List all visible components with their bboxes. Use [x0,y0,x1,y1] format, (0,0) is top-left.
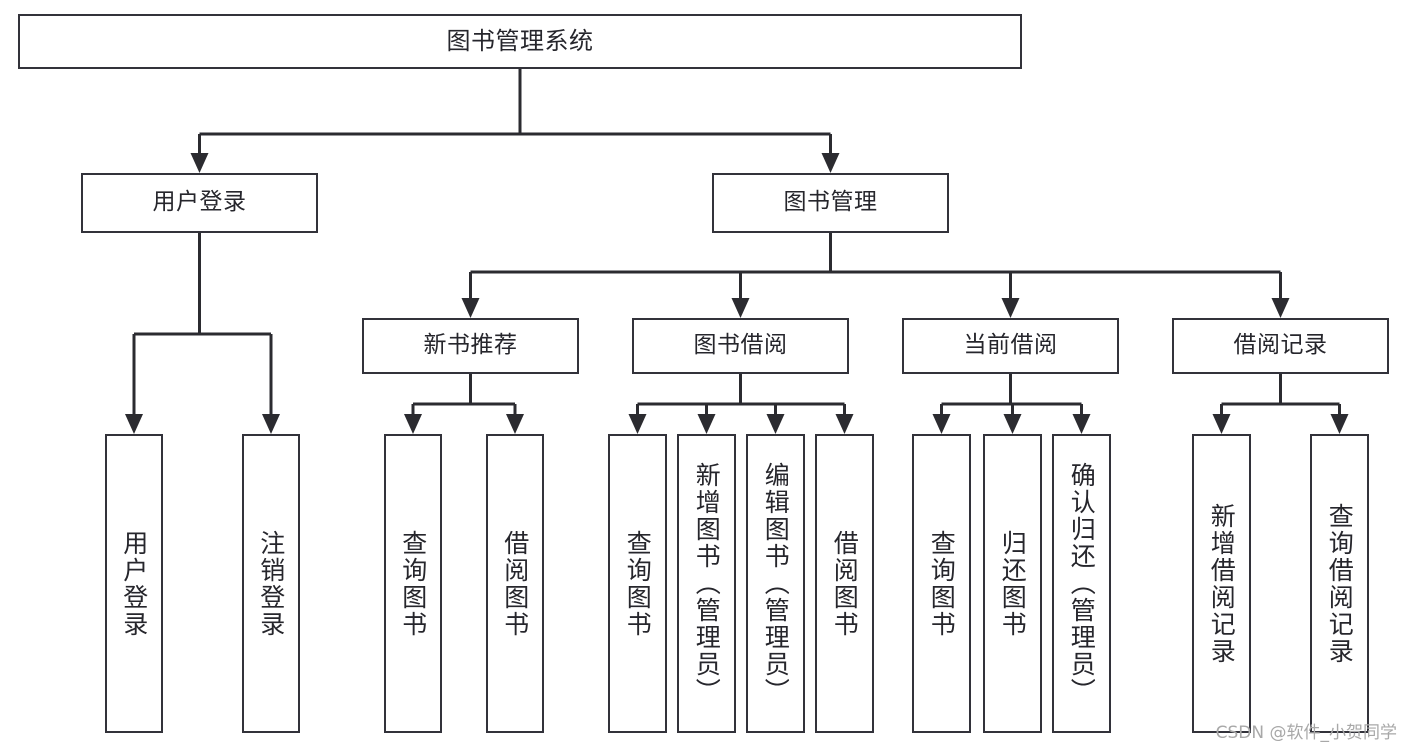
node-label: 查询图书 [927,529,957,638]
node-l-bw-query: 查询图书 [608,434,667,733]
node-records: 借阅记录 [1172,318,1389,374]
node-label: 借阅图书 [500,529,530,638]
node-label: 借阅记录 [1233,332,1328,359]
node-newbook: 新书推荐 [362,318,579,374]
node-l-bw-borrow: 借阅图书 [815,434,874,733]
node-l-userlogin: 用户登录 [105,434,163,733]
node-bookmgmt: 图书管理 [712,173,949,233]
edge-arrowhead [1001,298,1020,318]
edge-arrowhead [697,414,716,434]
node-label: 用户登录 [152,189,247,216]
edge-arrowhead [1330,414,1349,434]
edge-arrowhead [125,414,143,434]
node-label: 当前借阅 [963,332,1058,359]
node-l-rc-query: 查询借阅记录 [1310,434,1369,733]
edge-arrowhead [461,298,480,318]
node-l-cb-return: 归还图书 [983,434,1042,733]
edge-arrowhead [1003,414,1022,434]
node-borrow: 图书借阅 [632,318,849,374]
edge-arrowhead [506,414,524,434]
edge-arrowhead [404,414,422,434]
node-current: 当前借阅 [902,318,1119,374]
node-label: 新书推荐 [423,332,518,359]
node-label: 新增图书（管理员） [692,462,722,705]
node-login: 用户登录 [81,173,318,233]
node-label: 确认归还（管理员） [1067,462,1097,705]
edge-arrowhead [262,414,280,434]
node-label: 查询图书 [398,529,428,638]
node-label: 编辑图书（管理员） [761,462,791,705]
edge-arrowhead [1212,414,1231,434]
node-l-rc-add: 新增借阅记录 [1192,434,1251,733]
node-l-bw-edit: 编辑图书（管理员） [746,434,805,733]
edge-arrowhead [731,298,750,318]
node-l-bw-add: 新增图书（管理员） [677,434,736,733]
node-l-cb-query: 查询图书 [912,434,971,733]
node-l-nb-borrow: 借阅图书 [486,434,544,733]
node-label: 图书管理系统 [446,27,594,56]
node-label: 注销登录 [256,529,286,638]
watermark: CSDN @软件_小贺同学 [1215,723,1397,743]
node-label: 用户登录 [119,529,149,638]
node-label: 归还图书 [998,529,1028,638]
node-root: 图书管理系统 [18,14,1022,69]
edge-arrowhead [190,153,209,173]
node-label: 查询借阅记录 [1325,502,1355,665]
node-label: 查询图书 [623,529,653,638]
edge-arrowhead [821,153,840,173]
edge-arrowhead [1271,298,1290,318]
edge-arrowhead [766,414,785,434]
node-label: 图书管理 [783,189,878,216]
node-label: 新增借阅记录 [1207,502,1237,665]
edge-arrowhead [932,414,951,434]
node-label: 借阅图书 [830,529,860,638]
edge-arrowhead [835,414,854,434]
node-l-nb-query: 查询图书 [384,434,442,733]
edge-arrowhead [1072,414,1091,434]
node-l-cb-confirm: 确认归还（管理员） [1052,434,1111,733]
edge-arrowhead [628,414,647,434]
node-label: 图书借阅 [693,332,788,359]
node-l-logout: 注销登录 [242,434,300,733]
